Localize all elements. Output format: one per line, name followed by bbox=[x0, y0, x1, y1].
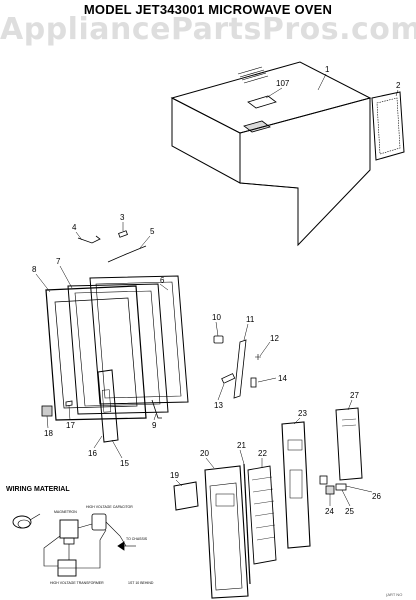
part-label-24: 24 bbox=[325, 507, 334, 516]
part-label-107: 107 bbox=[276, 79, 290, 88]
leader-lines bbox=[35, 73, 399, 507]
door-latch-parts bbox=[41, 400, 73, 417]
part-label-18: 18 bbox=[44, 429, 53, 438]
wiring-material-title: WIRING MATERIAL bbox=[6, 486, 70, 493]
part-label-4: 4 bbox=[72, 223, 77, 232]
part-label-3: 3 bbox=[120, 213, 125, 222]
part-label-1: 1 bbox=[325, 65, 330, 74]
outer-cabinet bbox=[170, 61, 372, 247]
wiring-label-magnetron: MAGNETRON bbox=[54, 510, 77, 514]
control-board-parts bbox=[281, 407, 363, 549]
art-number: (ART NO bbox=[386, 592, 402, 597]
part-label-7: 7 bbox=[56, 257, 61, 266]
back-panel bbox=[371, 91, 405, 161]
wiring-label-transformer: HIGH VOLTAGE TRANSFORMER bbox=[50, 581, 104, 585]
control-panel-assembly bbox=[173, 463, 277, 599]
wiring-note: 1ST 10 BEHIND bbox=[128, 581, 154, 585]
part-label-10: 10 bbox=[212, 313, 221, 322]
wiring-schematic bbox=[12, 513, 136, 577]
part-label-27: 27 bbox=[350, 391, 359, 400]
part-label-20: 20 bbox=[200, 449, 209, 458]
part-label-11: 11 bbox=[246, 315, 255, 324]
part-label-6: 6 bbox=[160, 276, 165, 285]
part-label-12: 12 bbox=[270, 334, 279, 343]
part-label-2: 2 bbox=[396, 81, 401, 90]
interlock-switches bbox=[213, 335, 261, 399]
diagram-title: MODEL JET343001 MICROWAVE OVEN bbox=[83, 2, 333, 17]
part-number-labels: 1 2 3 4 5 6 7 8 9 10 11 12 13 14 15 16 1… bbox=[6, 65, 402, 597]
door-assembly bbox=[45, 275, 189, 443]
part-label-21: 21 bbox=[237, 441, 246, 450]
part-label-23: 23 bbox=[298, 409, 307, 418]
part-label-16: 16 bbox=[88, 449, 97, 458]
part-label-26: 26 bbox=[372, 492, 381, 501]
part-label-25: 25 bbox=[345, 507, 354, 516]
part-label-22: 22 bbox=[258, 449, 267, 458]
part-label-9: 9 bbox=[152, 421, 157, 430]
wiring-label-capacitor: HIGH VOLTAGE CAPACITOR bbox=[86, 505, 133, 509]
latch-hardware bbox=[77, 230, 147, 263]
part-label-17: 17 bbox=[66, 421, 75, 430]
part-label-15: 15 bbox=[120, 459, 129, 468]
part-label-8: 8 bbox=[32, 265, 37, 274]
wiring-label-chassis: TO CHASSIS bbox=[126, 537, 148, 541]
part-label-5: 5 bbox=[150, 227, 155, 236]
part-label-13: 13 bbox=[214, 401, 223, 410]
part-label-14: 14 bbox=[278, 374, 287, 383]
part-label-19: 19 bbox=[170, 471, 179, 480]
